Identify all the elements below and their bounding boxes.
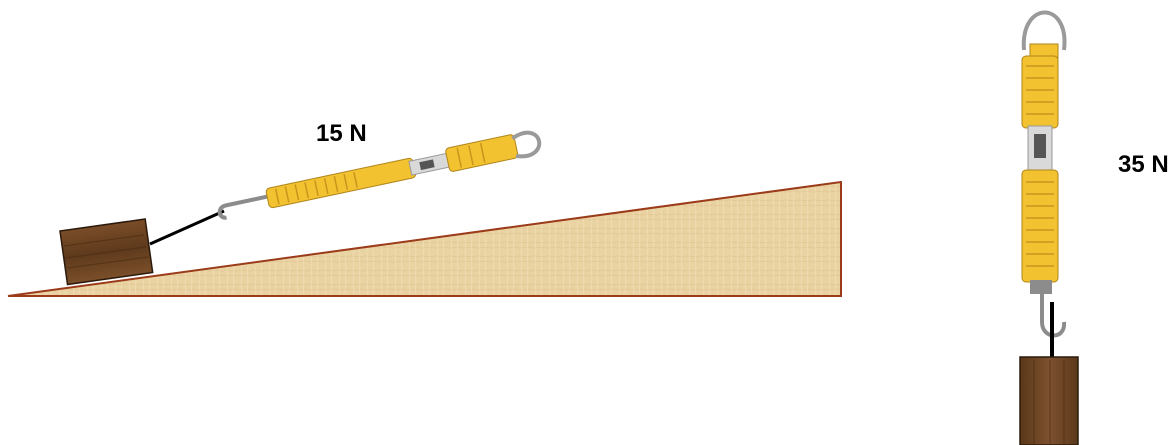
spring-scale-vertical bbox=[1022, 13, 1065, 336]
incline-force-reading: 15 N bbox=[316, 122, 367, 146]
vertical-force-reading: 35 N bbox=[1118, 153, 1169, 177]
spring-scale-incline bbox=[216, 129, 541, 221]
wooden-block-incline bbox=[60, 219, 153, 284]
string-incline bbox=[150, 211, 224, 244]
wooden-block-hanging bbox=[1020, 357, 1078, 445]
